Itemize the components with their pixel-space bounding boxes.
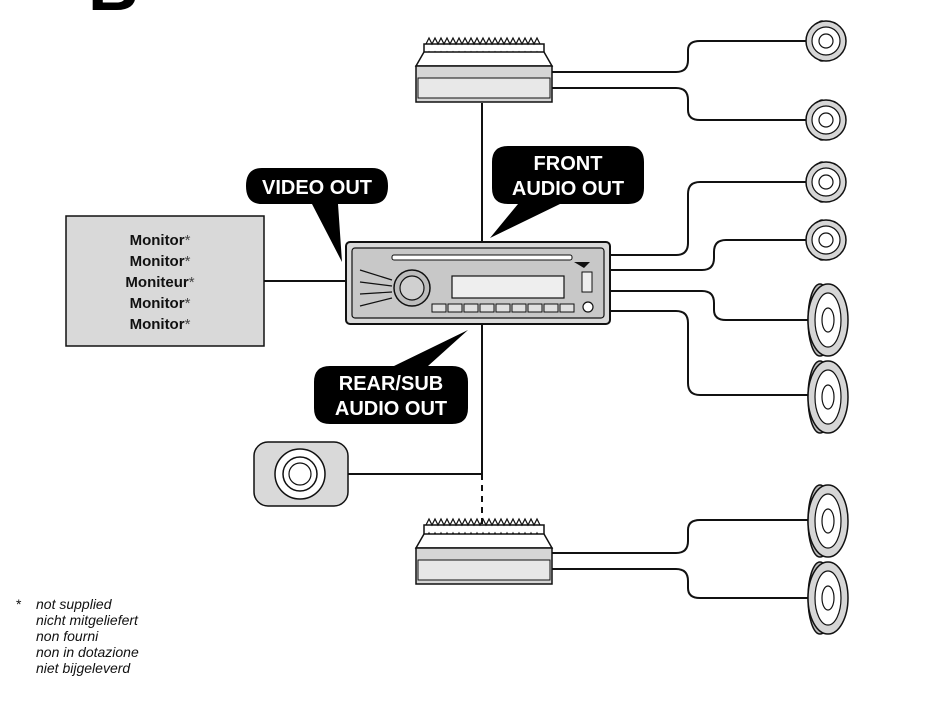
speaker-oval-4 (807, 561, 849, 635)
monitor-box: Monitor* Monitor* Moniteur* Monitor* Mon… (65, 215, 265, 347)
front-audio-out-line-1: FRONT (534, 153, 603, 175)
callout-video-out: VIDEO OUT (246, 168, 388, 262)
svg-text:Monitor*: Monitor* (130, 316, 191, 333)
speaker-oval-1 (807, 283, 849, 357)
monitor-label: Monitor (130, 316, 185, 333)
speaker-oval-2 (807, 360, 849, 434)
asterisk: * (185, 316, 191, 333)
asterisk: * (185, 295, 191, 312)
speaker-round-1 (805, 20, 847, 62)
svg-text:Moniteur*: Moniteur* (125, 274, 194, 291)
section-letter: B (88, 0, 139, 25)
subwoofer (253, 441, 349, 507)
svg-text:Monitor*: Monitor* (130, 295, 191, 312)
monitor-label: Monitor (130, 232, 185, 249)
callout-rear-sub-audio-out: REAR/SUB AUDIO OUT (314, 330, 468, 424)
monitor-label: Monitor (130, 295, 185, 312)
speaker-round-2 (805, 99, 847, 141)
footnote-line: non fourni (36, 628, 99, 644)
footnote: * not supplied nicht mitgeliefert non fo… (16, 596, 139, 676)
footnote-line: non in dotazione (36, 644, 139, 660)
asterisk: * (185, 253, 191, 270)
wiring (264, 40, 808, 599)
head-unit (345, 241, 611, 325)
rear-sub-audio-out-line-1: REAR/SUB (339, 373, 443, 395)
footnote-line: niet bijgeleverd (36, 660, 131, 676)
speaker-oval-3 (807, 484, 849, 558)
amplifier-top (414, 36, 554, 103)
svg-text:Monitor*: Monitor* (130, 232, 191, 249)
footnote-line: not supplied (36, 596, 112, 612)
amplifier-bottom (414, 517, 554, 585)
asterisk: * (185, 232, 191, 249)
callout-front-audio-out: FRONT AUDIO OUT (490, 146, 644, 238)
monitor-label: Monitor (130, 253, 185, 270)
monitor-label: Moniteur (125, 274, 188, 291)
svg-text:Monitor*: Monitor* (130, 253, 191, 270)
video-out-label: VIDEO OUT (262, 177, 372, 199)
speaker-round-3 (805, 161, 847, 203)
asterisk: * (189, 274, 195, 291)
speaker-round-4 (805, 219, 847, 261)
footnote-asterisk: * (16, 596, 22, 612)
rear-sub-audio-out-line-2: AUDIO OUT (335, 398, 447, 420)
footnote-line: nicht mitgeliefert (36, 612, 138, 628)
front-audio-out-line-2: AUDIO OUT (512, 178, 624, 200)
